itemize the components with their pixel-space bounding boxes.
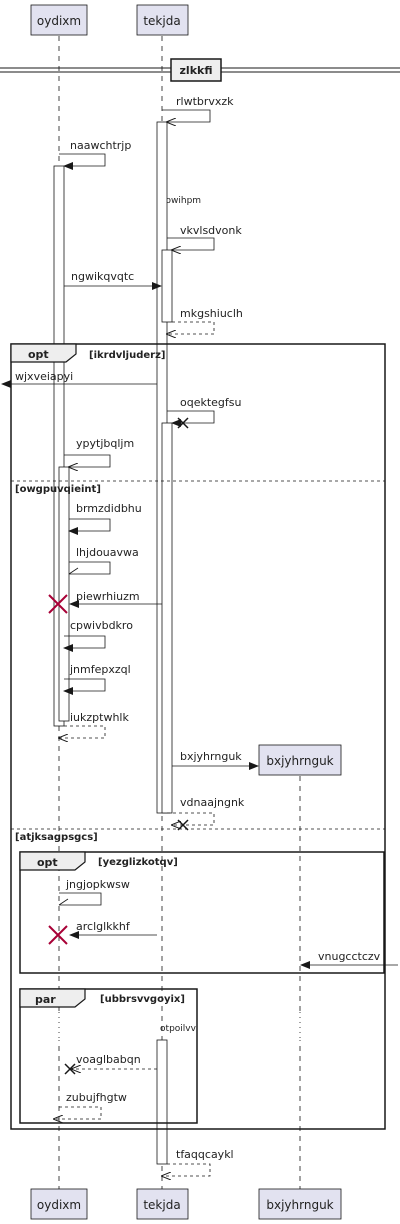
fragment-opt-inner: opt [yezglizkotqv] <box>19 851 385 974</box>
message-label: ngwikqvqtc <box>71 270 134 283</box>
participant-label: oydixm <box>37 1198 81 1212</box>
activations <box>53 121 173 1165</box>
message-arrow <box>54 1106 102 1119</box>
message-arrow <box>68 561 111 575</box>
message-arrow <box>63 678 106 695</box>
message-label: zubujfhgtw <box>66 1091 127 1104</box>
message-label: bxjyhrnguk <box>180 750 242 763</box>
destroy-x-icon <box>177 819 189 831</box>
message-arrow <box>68 518 111 535</box>
participant-label: bxjyhrnguk <box>266 754 333 768</box>
participant-tekjda-bottom: tekjda <box>136 1188 189 1220</box>
fragment-guard: [yezglizkotqv] <box>98 857 178 868</box>
fragment-kind: opt <box>28 348 49 361</box>
fragment-guard: [ikrdvljuderz] <box>89 350 166 361</box>
fragment-kind: par <box>35 993 56 1006</box>
message-label: tfaqqcaykl <box>176 1148 234 1161</box>
participant-label: bxjyhrnguk <box>266 1198 333 1212</box>
message-label: vdnaajngnk <box>180 796 245 809</box>
message-arrow <box>167 321 215 334</box>
message-label: vnugcctczv <box>318 950 381 963</box>
participant-bxjyhrnguk-bottom: bxjyhrnguk <box>258 1188 342 1220</box>
delay-label: ftowihpm <box>159 196 201 206</box>
destroy-x-icon <box>177 417 189 429</box>
message-arrow <box>64 454 111 467</box>
message-arrow <box>167 812 215 825</box>
message-arrow <box>58 892 102 906</box>
message-label: brmzdidbhu <box>76 502 142 515</box>
delay-label: otpoilvv <box>160 1024 197 1034</box>
message-arrow <box>167 410 215 427</box>
fragment-guard: [ubbrsvvgoyix] <box>100 994 185 1005</box>
message-arrow <box>63 635 106 652</box>
fragment-kind: opt <box>37 856 58 869</box>
message-label: naawchtrjp <box>70 139 131 152</box>
participant-label: tekjda <box>143 1198 180 1212</box>
participant-oydixm-top: oydixm <box>30 4 88 36</box>
participant-label: tekjda <box>143 14 180 28</box>
message-label: voaglbabqn <box>76 1053 141 1066</box>
message-label: lhjdouavwa <box>76 546 139 559</box>
destroy-x-icon <box>48 594 68 614</box>
message-label: cpwivbdkro <box>70 619 133 632</box>
participant-oydixm-bottom: oydixm <box>30 1188 88 1220</box>
message-label: wjxveiapyi <box>15 370 73 383</box>
participant-label: oydixm <box>37 14 81 28</box>
message-label: rlwtbrvxzk <box>176 95 234 108</box>
message-label: mkgshiuclh <box>180 307 243 320</box>
destroy-x-icon <box>48 925 68 945</box>
divider-label: zlkkfi <box>180 64 213 77</box>
message-arrow <box>59 725 106 738</box>
participant-tekjda-top: tekjda <box>136 4 189 36</box>
message-label: oqektegfsu <box>180 396 242 409</box>
participant-bxjyhrnguk-created: bxjyhrnguk <box>258 744 342 776</box>
messages: rlwtbrvxzk naawchtrjp vkvlsdvonk ngwikqv… <box>1 95 398 1176</box>
message-arrow <box>59 153 106 170</box>
fragment-else-guard: [owgpuvqieint] <box>15 484 101 495</box>
message-label: iukzptwhlk <box>70 711 129 724</box>
message-arrow <box>162 109 211 122</box>
message-label: vkvlsdvonk <box>180 224 242 237</box>
message-arrow <box>162 1163 211 1176</box>
destroy-x-icon <box>64 1063 76 1075</box>
message-label: piewrhiuzm <box>76 590 140 603</box>
message-label: jnmfepxzql <box>69 663 131 676</box>
fragment-else-guard: [atjksagpsgcs] <box>15 832 98 843</box>
message-label: ypytjbqljm <box>76 437 134 450</box>
message-arrow <box>167 237 215 250</box>
fragment-par: par [ubbrsvvgoyix] <box>19 988 198 1124</box>
message-label: jngjopkwsw <box>65 878 130 891</box>
divider: zlkkfi <box>0 58 400 82</box>
fragment-opt-outer: opt [ikrdvljuderz] [owgpuvqieint] [atjks… <box>10 343 386 1130</box>
message-label: arclglkkhf <box>76 920 131 933</box>
